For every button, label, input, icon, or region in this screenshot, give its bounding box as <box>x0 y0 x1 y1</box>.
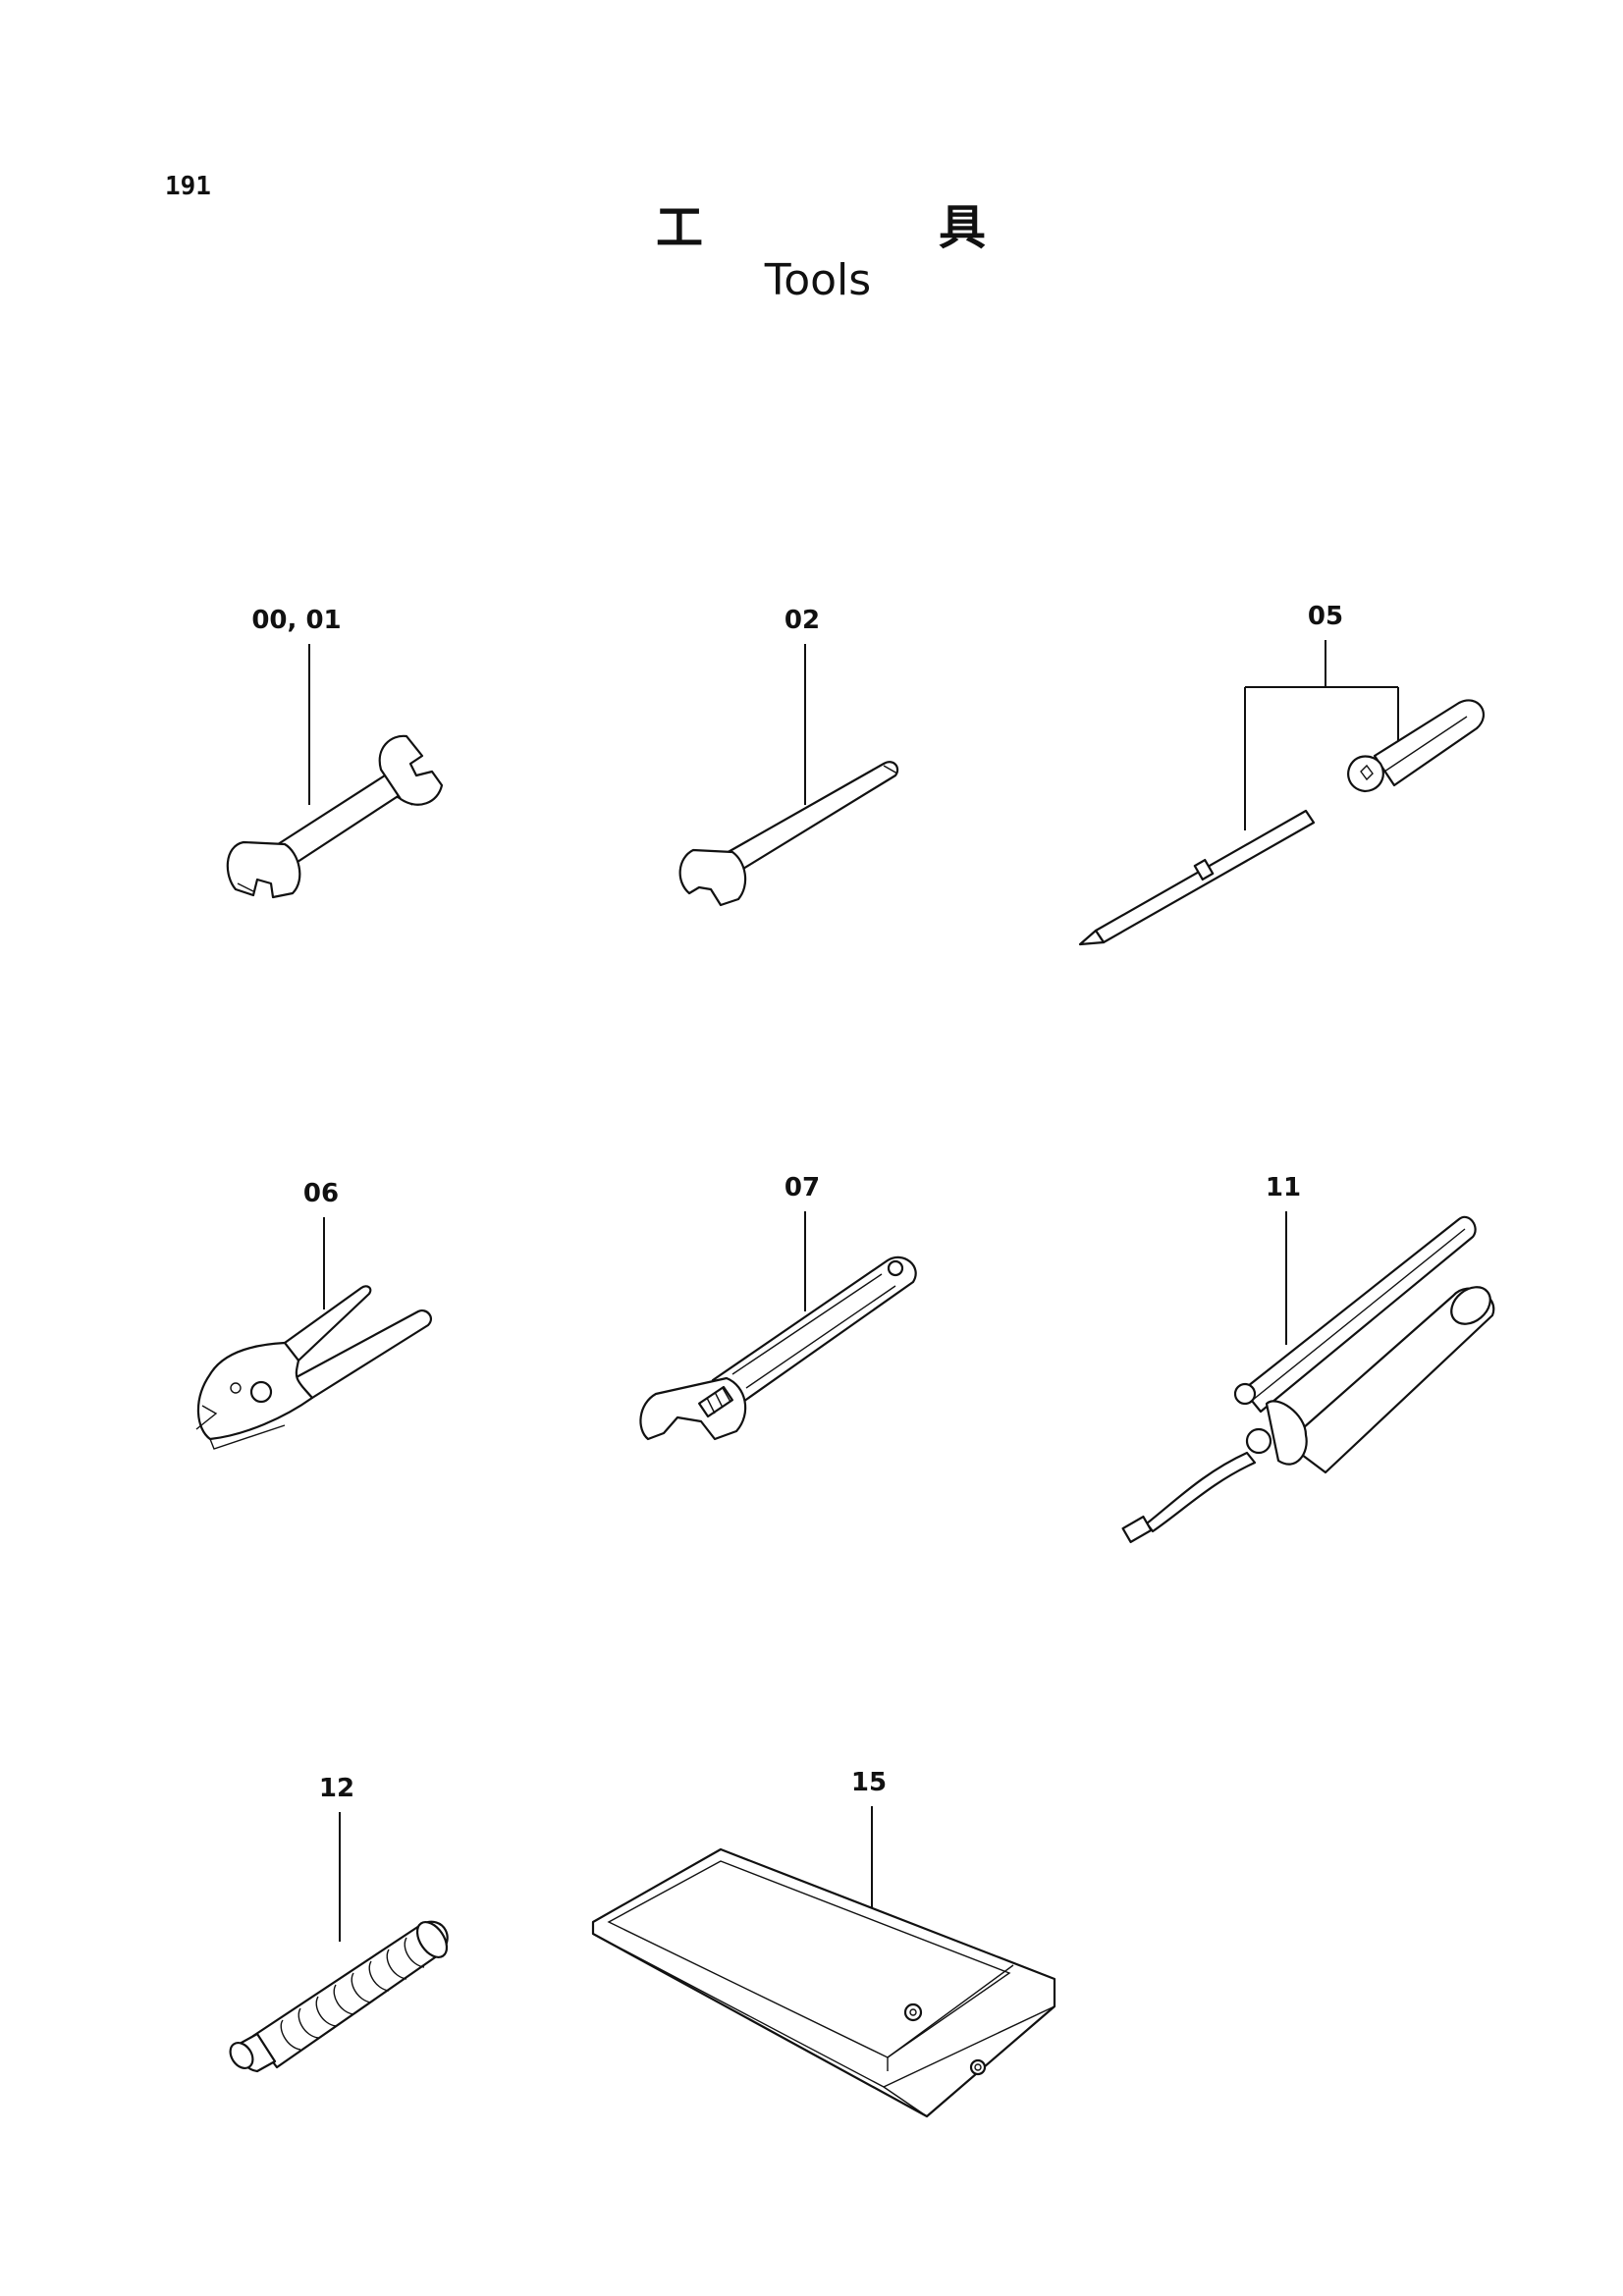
callout-label: 15 <box>851 1768 887 1797</box>
title-jp-right: 具 <box>939 200 986 255</box>
screwdriver-set-icon <box>1078 699 1485 946</box>
callout-label: 05 <box>1308 602 1343 631</box>
callout-label: 00, 01 <box>251 606 341 635</box>
title-jp-left: 工 <box>656 200 703 255</box>
tool-item-07: 07 <box>639 1173 917 1441</box>
page-number: 191 <box>165 172 211 201</box>
grease-cartridge-icon <box>229 1920 449 2073</box>
callout-label: 12 <box>319 1774 354 1803</box>
tool-item-00-01: 00, 01 <box>226 606 444 899</box>
adjustable-wrench-icon <box>639 1255 917 1441</box>
tool-item-02: 02 <box>678 606 899 907</box>
callout-label: 07 <box>784 1173 820 1202</box>
callout-label: 02 <box>784 606 820 635</box>
tool-item-12: 12 <box>229 1774 449 2073</box>
callout-label: 11 <box>1266 1173 1301 1202</box>
tool-item-05: 05 <box>1078 602 1485 946</box>
single-open-end-wrench-icon <box>678 761 899 907</box>
tool-item-06: 06 <box>195 1179 433 1450</box>
double-open-end-wrench-icon <box>226 734 444 899</box>
callout-label: 06 <box>303 1179 339 1208</box>
tool-item-11: 11 <box>1121 1173 1495 1544</box>
tool-item-15: 15 <box>591 1768 1056 2118</box>
pliers-icon <box>195 1285 433 1450</box>
grease-gun-icon <box>1121 1215 1495 1544</box>
tool-bag-icon <box>591 1847 1056 2118</box>
page-title: Tools <box>764 255 871 305</box>
